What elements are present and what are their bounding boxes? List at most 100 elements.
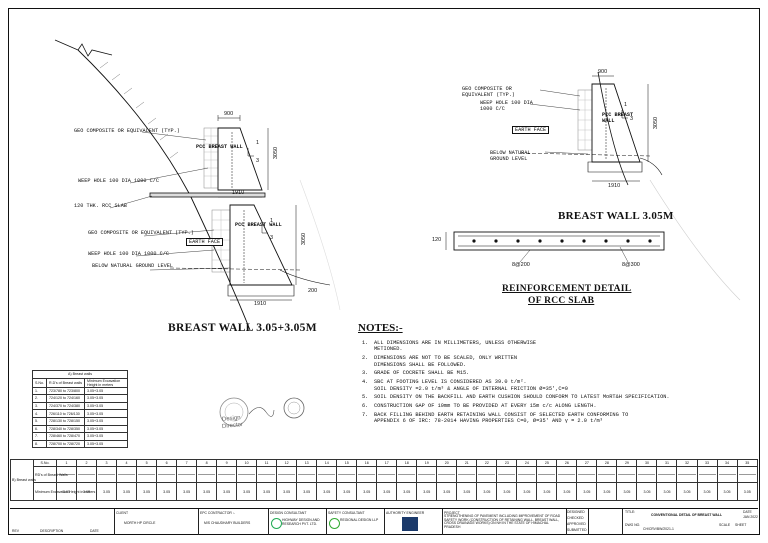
schedule-rd-cell: [176, 466, 198, 483]
note-number: 2.: [362, 355, 369, 362]
schedule-col-number: 7: [176, 459, 198, 467]
slab-title-line1: REINFORCEMENT DETAIL: [502, 284, 632, 294]
schedule-rd-cell: [716, 466, 738, 483]
table-cell: 728/700 to 728/720: [45, 439, 86, 449]
dim-footing-depth: 200: [308, 288, 318, 294]
schedule-rd-cell: [116, 466, 138, 483]
design-name: HIGHWAY DESIGN AND RESEARCH PVT. LTD.: [282, 518, 320, 526]
client-name: MORTH HP CIRCLE: [124, 521, 156, 525]
table-cell: 7.: [32, 432, 47, 441]
schedule-height-cell: 3.05: [336, 482, 358, 501]
safety-logo-icon: [329, 518, 340, 529]
schedule-rd-cell: [196, 466, 218, 483]
pcc-upper-label: PCC BREAST WALL: [196, 144, 243, 150]
schedule-rd-cell: [276, 466, 298, 483]
right-natural-ground-label: BELOW NATURAL GROUND LEVEL: [490, 150, 531, 162]
schedule-col-number: 31: [656, 459, 678, 467]
table-cell: 3.05+3.05: [84, 424, 129, 434]
schedule-col-number: 1: [55, 459, 78, 467]
dwg-label: DWG NO.: [625, 523, 641, 527]
schedule-rd-cell: [336, 466, 358, 483]
design-consultant-block: DESIGN CONSULTANT HIGHWAY DESIGN AND RES…: [268, 509, 327, 535]
schedule-height-cell: 3.05: [596, 482, 618, 501]
schedule-rd-cell: [376, 466, 398, 483]
dim-top-width: 900: [224, 111, 234, 117]
table-cell: 3.05+3.05: [84, 439, 129, 449]
note-item: 2.DIMENSIONS ARE NOT TO BE SCALED, ONLY …: [362, 355, 752, 368]
right-slope-h: 3: [630, 116, 634, 122]
note-text: SOIL DENSITY =2.0 t/m³ & ANGLE OF INTERN…: [374, 385, 568, 392]
pcc-lower-label: PCC BREAST WALL: [235, 222, 282, 228]
schedule-rd-cell: [256, 466, 278, 483]
schedule-rd-cell: [656, 466, 678, 483]
contractor-block: EPC CONTRACTOR :- M/S CHAUDHARY BUILDERS: [198, 509, 269, 535]
right-drawing-title: BREAST WALL 3.05M: [558, 210, 674, 222]
scale-label: SCALE: [719, 523, 731, 527]
break-line: [54, 39, 113, 57]
note-number: 7.: [362, 412, 369, 418]
schedule-height-cell: 3.05: [176, 482, 198, 501]
schedule-col-number: 29: [616, 459, 638, 467]
schedule-height-cell: 3.05: [716, 482, 738, 501]
project-label: PROJECT: [444, 511, 460, 515]
schedule-col-number: 32: [676, 459, 698, 467]
schedule-col-number: 8: [196, 459, 218, 467]
schedule-col-number: 17: [376, 459, 398, 467]
right-weep-hole-label: WEEP HOLE 100 DIA 1000 C/C: [480, 100, 533, 112]
schedule-height-cell: 3.05: [476, 482, 498, 501]
schedule-col-number: 34: [716, 459, 738, 467]
right-dim-base: 1910: [608, 183, 621, 189]
design-stamp: [219, 397, 305, 427]
contractor-label: EPC CONTRACTOR :-: [200, 511, 235, 515]
table-cell: 1.: [32, 386, 47, 396]
table-cell: 724/120 to 724/160: [45, 394, 86, 403]
table-cell: 728/130 to 728/150: [45, 416, 86, 426]
approval-row-label: DESIGNED: [567, 510, 585, 514]
revision-block: REV DESCRIPTION DATE: [10, 509, 115, 535]
schedule-rd-cell: [516, 466, 538, 483]
schedule-rd-cell: [76, 466, 98, 483]
schedule-height-cell: 3.05: [616, 482, 638, 501]
note-number: 3.: [362, 370, 369, 377]
project-block: PROJECT STRENGTHENING OF PAVEMENT INCLUD…: [442, 509, 567, 535]
schedule-height-cell: 3.05: [636, 482, 658, 501]
table-cell: 3.05+3.05: [84, 401, 129, 411]
slope-h-lower: 3: [270, 235, 274, 241]
desc-label: DESCRIPTION: [40, 529, 64, 533]
schedule-col-number: 22: [476, 459, 498, 467]
rcc-slab-label: 120 THK. RCC SLAB: [74, 203, 127, 209]
dim-base-lower: 1910: [254, 301, 267, 307]
schedule-side-label: B) Breast walls: [10, 459, 36, 501]
schedule-col-number: 27: [576, 459, 598, 467]
schedule-col-number: 33: [696, 459, 718, 467]
lower-wall: [169, 204, 331, 301]
schedule-height-cell: 3.05: [696, 482, 718, 501]
sheet-label: SHEET: [735, 523, 747, 527]
slab-bar-right: 8@300: [622, 262, 640, 268]
schedule-rd-cell: [396, 466, 418, 483]
contractor-name: M/S CHAUDHARY BUILDERS: [204, 521, 251, 525]
table-cell: 4.: [32, 409, 47, 418]
schedule-rd-cell: [536, 466, 558, 483]
table-cell: 3.05+3.05: [84, 416, 129, 426]
date-value: JAN 2022: [743, 515, 758, 519]
schedule-height-cell: 3.05: [736, 482, 759, 501]
schedule-height-cell: 3.05: [55, 482, 78, 501]
schedule-rd-cell: [476, 466, 498, 483]
schedule-rd-cell: [736, 466, 759, 483]
schedule-rd-cell: [576, 466, 598, 483]
schedule-height-cell: 3.05: [236, 482, 258, 501]
schedule-height-cell: 3.05: [516, 482, 538, 501]
rcc-slab: [149, 192, 266, 198]
table-header: S.No.: [32, 377, 47, 388]
client-label: CLIENT: [116, 511, 129, 515]
notes-heading: NOTES:-: [358, 322, 403, 334]
schedule-col-number: 20: [436, 459, 458, 467]
schedule-rd-cell: [676, 466, 698, 483]
upper-wall: [203, 115, 269, 198]
table-header: R.D's of Breast walls: [45, 377, 86, 388]
